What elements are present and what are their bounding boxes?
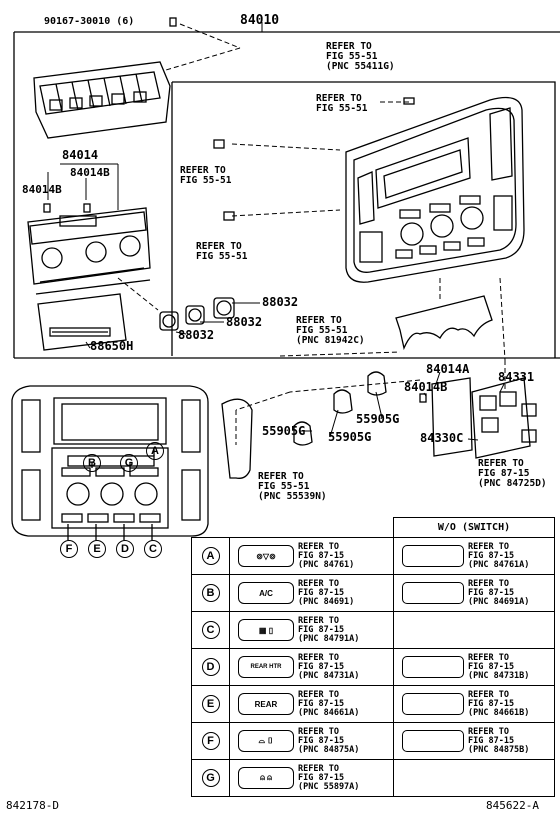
marker-e: E [88,540,106,558]
row-alt-ref: REFER TO FIG 87-15 (PNC 84661B) [468,689,530,718]
switch-reference-table: W/O (SWITCH) A ⊚▽⊚REFER TO FIG 87-15 (PN… [191,517,555,797]
footer-right-code: 845622-A [486,799,539,812]
amplifier-88650h [37,293,127,351]
row-key: A [201,547,220,565]
vent-mode-switch-icon: ⍝ ⍝ [238,767,294,789]
refer-note-bezel-clip: REFER TO FIG 55-51 [316,93,368,114]
label-screw-90167: 90167-30010 (6) [44,16,135,27]
label-88650h: 88650H [90,339,134,353]
row-alt-ref: REFER TO FIG 87-15 (PNC 84691A) [468,578,530,607]
blank-switch-icon [402,582,464,604]
row-key: C [201,621,220,639]
front-view-panel [11,385,209,540]
blank-switch-icon [402,545,464,567]
housing-84010 [33,61,171,139]
table-row: F ⌓ ▯REFER TO FIG 87-15 (PNC 84875A) REF… [191,722,555,760]
row-ref: REFER TO FIG 87-15 (PNC 84691) [298,578,355,607]
row-ref: REFER TO FIG 87-15 (PNC 55897A) [298,763,360,792]
marker-f: F [60,540,78,558]
row-ref: REFER TO FIG 87-15 (PNC 84661A) [298,689,360,718]
row-ref: REFER TO FIG 87-15 (PNC 84875A) [298,726,360,755]
refer-note-84725d: REFER TO FIG 87-15 (PNC 84725D) [478,458,547,489]
table-row: G ⍝ ⍝REFER TO FIG 87-15 (PNC 55897A) [191,759,555,797]
marker-d: D [116,540,134,558]
switch-panel-84331 [431,377,537,459]
cover-55539n [221,398,253,479]
row-alt-ref: REFER TO FIG 87-15 (PNC 84761A) [468,541,530,570]
row-key: F [201,732,220,750]
front-defroster-switch-icon: ⌓ ▯ [238,730,294,752]
refer-note-left-clip: REFER TO FIG 55-51 [180,165,232,186]
knobs-88032 [159,297,235,331]
main-bezel [345,96,525,283]
rear-defogger-switch-icon: ▦ ▯ [238,619,294,641]
label-55905g-c: 55905G [356,412,400,426]
row-alt-ref: REFER TO FIG 87-15 (PNC 84875B) [468,726,530,755]
rear-switch-icon: REAR [238,693,294,715]
refer-note-81942c: REFER TO FIG 55-51 (PNC 81942C) [296,315,365,346]
label-84014b-b: 84014B [22,183,62,196]
row-key: E [201,695,220,713]
row-ref: REFER TO FIG 87-15 (PNC 84761) [298,541,355,570]
footer-left-code: 842178-D [6,799,59,812]
label-84331: 84331 [498,370,535,384]
label-88032-b: 88032 [226,315,263,329]
blank-switch-icon [402,656,464,678]
label-88032-a: 88032 [262,295,299,309]
header-wo-switch: W/O (SWITCH) [393,517,555,538]
refer-note-55539n: REFER TO FIG 55-51 (PNC 55539N) [258,471,327,502]
row-ref: REFER TO FIG 87-15 (PNC 84731A) [298,652,360,681]
label-88032-c: 88032 [178,328,215,342]
label-55905g-b: 55905G [328,430,372,444]
ac-switch-icon: A/C [238,582,294,604]
gasket-81942c [395,295,493,351]
refer-note-55411g: REFER TO FIG 55-51 (PNC 55411G) [326,41,395,72]
row-key: B [201,584,220,602]
table-row: A ⊚▽⊚REFER TO FIG 87-15 (PNC 84761) REFE… [191,537,555,575]
row-key: D [201,658,220,676]
label-84010: 84010 [240,13,280,28]
row-ref: REFER TO FIG 87-15 (PNC 84791A) [298,615,360,644]
label-84014a: 84014A [426,362,470,376]
rear-heater-switch-icon: REAR HTR [238,656,294,678]
row-key: G [201,769,220,787]
table-row: C ▦ ▯REFER TO FIG 87-15 (PNC 84791A) [191,611,555,649]
marker-c: C [144,540,162,558]
label-84014: 84014 [62,148,99,162]
marker-a: A [146,442,164,460]
row-alt-ref: REFER TO FIG 87-15 (PNC 84731B) [468,652,530,681]
marker-b: B [83,454,101,472]
label-84330c: 84330C [420,431,464,445]
refer-note-lower-clip: REFER TO FIG 55-51 [196,241,248,262]
marker-g: G [120,454,138,472]
control-unit-84014 [27,207,151,295]
blank-switch-icon [402,693,464,715]
fan-defrost-switch-icon: ⊚▽⊚ [238,545,294,567]
table-header-row: W/O (SWITCH) [192,517,555,538]
blank-switch-icon [402,730,464,752]
label-84014b-c: 84014B [404,380,448,394]
label-84014b-a: 84014B [70,166,110,179]
label-55905g-a: 55905G [262,424,306,438]
